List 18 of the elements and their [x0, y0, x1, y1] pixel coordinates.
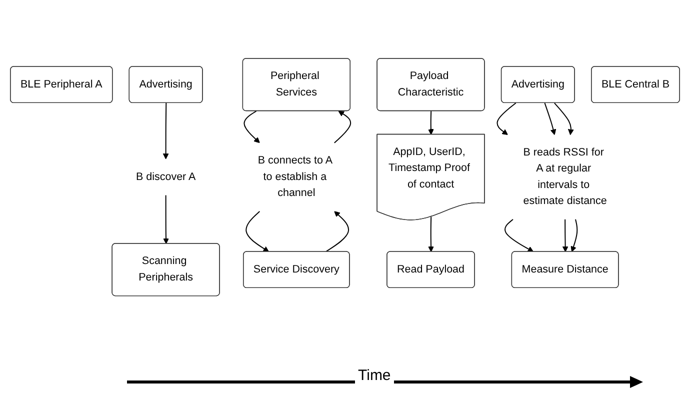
- arrow: [325, 211, 349, 253]
- arrow: [246, 211, 270, 252]
- arrow: [554, 103, 574, 136]
- node-text: B reads RSSI for A at regular intervals to estimate distance: [523, 147, 607, 208]
- arrow: [162, 103, 169, 160]
- arrow: [334, 111, 352, 144]
- arrow: [428, 217, 434, 252]
- arrow: [163, 196, 169, 244]
- arrow: [504, 219, 534, 252]
- arrow: [562, 220, 568, 252]
- node-text: B connects to A to establish a channel: [258, 155, 332, 199]
- arrow: [544, 103, 556, 136]
- arrow: [570, 220, 578, 252]
- arrow: [428, 112, 434, 136]
- node-text: B discover A: [136, 171, 196, 183]
- arrow: [496, 103, 516, 136]
- axis-label: Time: [355, 367, 394, 384]
- arrow: [244, 111, 260, 144]
